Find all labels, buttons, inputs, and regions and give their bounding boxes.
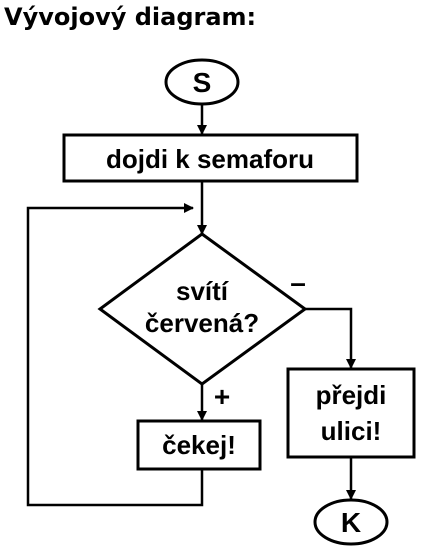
step-box-go-to-semaphore (62, 133, 359, 183)
step-box-wait (136, 419, 262, 471)
step-label-cross-line2: ulici! (321, 416, 382, 446)
loop-back-line (26, 203, 204, 507)
step-label-go-to-semaphore: dojdi k semaforu (106, 144, 314, 174)
end-label: K (341, 507, 361, 538)
yes-branch-label: + (214, 381, 230, 412)
step-label-cross-line1: přejdi (316, 380, 387, 410)
page-title: Vývojový diagram: (4, 3, 257, 31)
step-label-wait: čekej! (162, 430, 236, 460)
decision-label-line2: červená? (145, 308, 259, 338)
connector-no-branch (305, 307, 356, 369)
no-branch-label: – (290, 267, 306, 298)
end-terminal (313, 498, 389, 546)
start-label: S (193, 67, 212, 98)
decision-label-line1: svítí (176, 276, 229, 306)
